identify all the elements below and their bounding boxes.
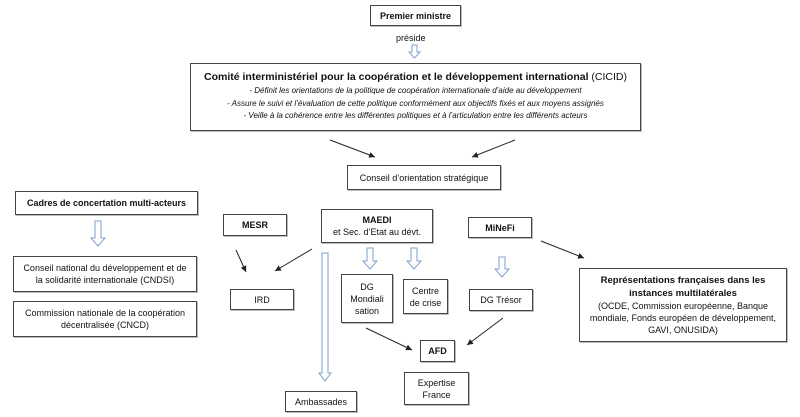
representations-box: Représentations françaises dans les inst… xyxy=(579,268,787,342)
maedi-title: MAEDI xyxy=(362,215,392,225)
arrow-minefi-representations xyxy=(540,240,585,259)
cadres-label: Cadres de concertation multi-acteurs xyxy=(26,198,187,208)
cicid-acronym: (CICID) xyxy=(591,71,627,84)
cicid-box: Comité interministériel pour la coopérat… xyxy=(190,63,641,131)
expertise-line: France xyxy=(422,389,451,400)
cicid-title-line: Comité interministériel pour la coopérat… xyxy=(204,71,627,83)
mesr-label: MESR xyxy=(241,220,268,230)
premier-ministre-label: Premier ministre xyxy=(379,10,452,21)
expertise-line: Expertise xyxy=(417,377,456,388)
dgm-line: sation xyxy=(354,305,380,316)
cadres-box: Cadres de concertation multi-acteurs xyxy=(15,191,198,215)
minefi-label: MiNeFi xyxy=(485,222,515,233)
dgm-line: DG xyxy=(360,281,374,292)
crise-line: de crise xyxy=(409,297,442,308)
arrow-maedi-ird xyxy=(274,248,313,272)
dgm-line: Mondiali xyxy=(350,293,384,304)
arrow-mesr-ird xyxy=(235,249,247,273)
cicid-line: - Veille à la cohérence entre les différ… xyxy=(243,111,588,121)
conseil-box: Conseil d’orientation stratégique xyxy=(347,165,501,190)
preside-label: préside xyxy=(396,33,426,43)
cicid-line: - Assure le suivi et l’évaluation de cet… xyxy=(227,98,604,108)
ird-box: IRD xyxy=(230,289,294,310)
ambassades-box: Ambassades xyxy=(285,391,357,412)
hollow-arrow-dgm xyxy=(361,247,379,270)
hollow-arrow-crise xyxy=(405,247,423,270)
maedi-sub: et Sec. d’Etat au dévt. xyxy=(332,227,422,237)
conseil-label: Conseil d’orientation stratégique xyxy=(359,172,489,183)
representations-title: Représentations françaises dans les inst… xyxy=(600,275,766,299)
cicid-line: - Définit les orientations de la politiq… xyxy=(249,86,582,96)
hollow-arrow-preside xyxy=(407,44,422,59)
cncd-box: Commission nationale de la coopération d… xyxy=(13,301,197,337)
cicid-title: Comité interministériel pour la coopérat… xyxy=(204,71,589,84)
cndsi-label: Conseil national du développement et de … xyxy=(23,263,187,285)
hollow-arrow-cadres xyxy=(89,220,107,247)
hollow-arrow-ambassades xyxy=(318,252,332,382)
representations-sub: (OCDE, Commission européenne, Banque mon… xyxy=(589,301,777,335)
cncd-label: Commission nationale de la coopération d… xyxy=(24,308,186,330)
ambassades-label: Ambassades xyxy=(294,396,348,407)
premier-ministre-box: Premier ministre xyxy=(370,5,461,26)
mesr-box: MESR xyxy=(223,214,287,236)
crise-line: Centre xyxy=(411,285,439,296)
ird-label: IRD xyxy=(254,294,270,305)
afd-box: AFD xyxy=(420,340,455,362)
dg-tresor-box: DG Trésor xyxy=(469,289,533,311)
arrow-cicid-conseil-left xyxy=(329,139,376,158)
arrow-tresor-afd xyxy=(466,317,504,346)
maedi-box: MAEDI et Sec. d’Etat au dévt. xyxy=(321,209,433,243)
afd-label: AFD xyxy=(428,346,447,356)
arrow-cicid-conseil-right xyxy=(471,139,516,158)
cndsi-box: Conseil national du développement et de … xyxy=(13,256,197,292)
minefi-box: MiNeFi xyxy=(468,217,532,238)
hollow-arrow-tresor xyxy=(493,256,511,278)
arrow-dgm-afd xyxy=(365,327,413,351)
dg-tresor-label: DG Trésor xyxy=(480,295,522,305)
